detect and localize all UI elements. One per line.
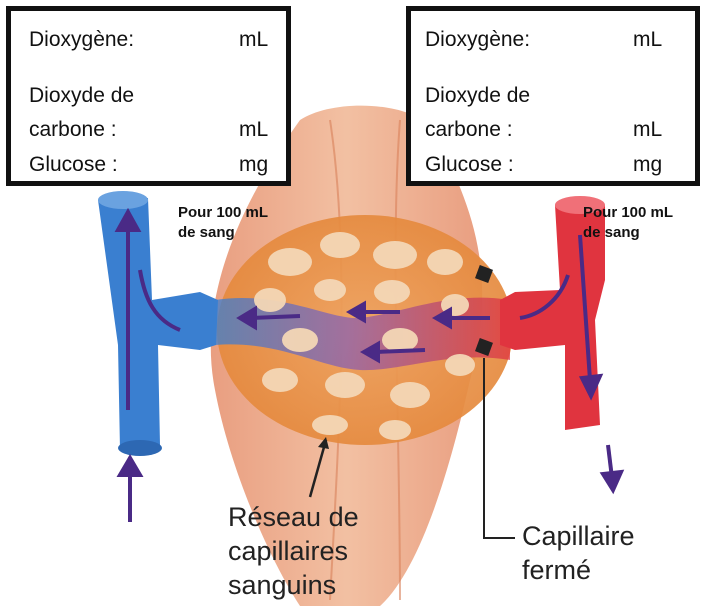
oxygen-unit: mL	[633, 29, 662, 50]
left-measurement-box: Dioxygène: mL Dioxyde de carbone : mL Gl…	[6, 6, 291, 186]
co2-unit: mL	[633, 119, 662, 140]
co2-label-line1: Dioxyde de	[425, 85, 530, 106]
co2-label-line2: carbone :	[425, 119, 513, 140]
per-100ml-left-line1: Pour 100 mL	[178, 203, 268, 223]
oxygen-label: Dioxygène:	[425, 29, 530, 50]
right-measurement-box: Dioxygène: mL Dioxyde de carbone : mL Gl…	[406, 6, 700, 186]
co2-unit: mL	[239, 119, 268, 140]
oxygen-unit: mL	[239, 29, 268, 50]
per-100ml-left-line2: de sang	[178, 223, 268, 243]
co2-label-line2: carbone :	[29, 119, 117, 140]
capillary-network-label-line2: capillaires	[228, 534, 359, 568]
per-100ml-right-line2: de sang	[583, 223, 673, 243]
capillary-network-label-line1: Réseau de	[228, 500, 359, 534]
closed-capillary-label: Capillaire fermé	[522, 519, 711, 587]
capillary-network-label-line3: sanguins	[228, 568, 359, 602]
oxygen-label: Dioxygène:	[29, 29, 134, 50]
per-100ml-left: Pour 100 mL de sang	[178, 203, 268, 243]
glucose-unit: mg	[633, 154, 662, 175]
per-100ml-right: Pour 100 mL de sang	[583, 203, 673, 243]
glucose-unit: mg	[239, 154, 268, 175]
glucose-label: Glucose :	[29, 154, 118, 175]
per-100ml-right-line1: Pour 100 mL	[583, 203, 673, 223]
capillary-network-label: Réseau de capillaires sanguins	[228, 500, 359, 602]
co2-label-line1: Dioxyde de	[29, 85, 134, 106]
glucose-label: Glucose :	[425, 154, 514, 175]
